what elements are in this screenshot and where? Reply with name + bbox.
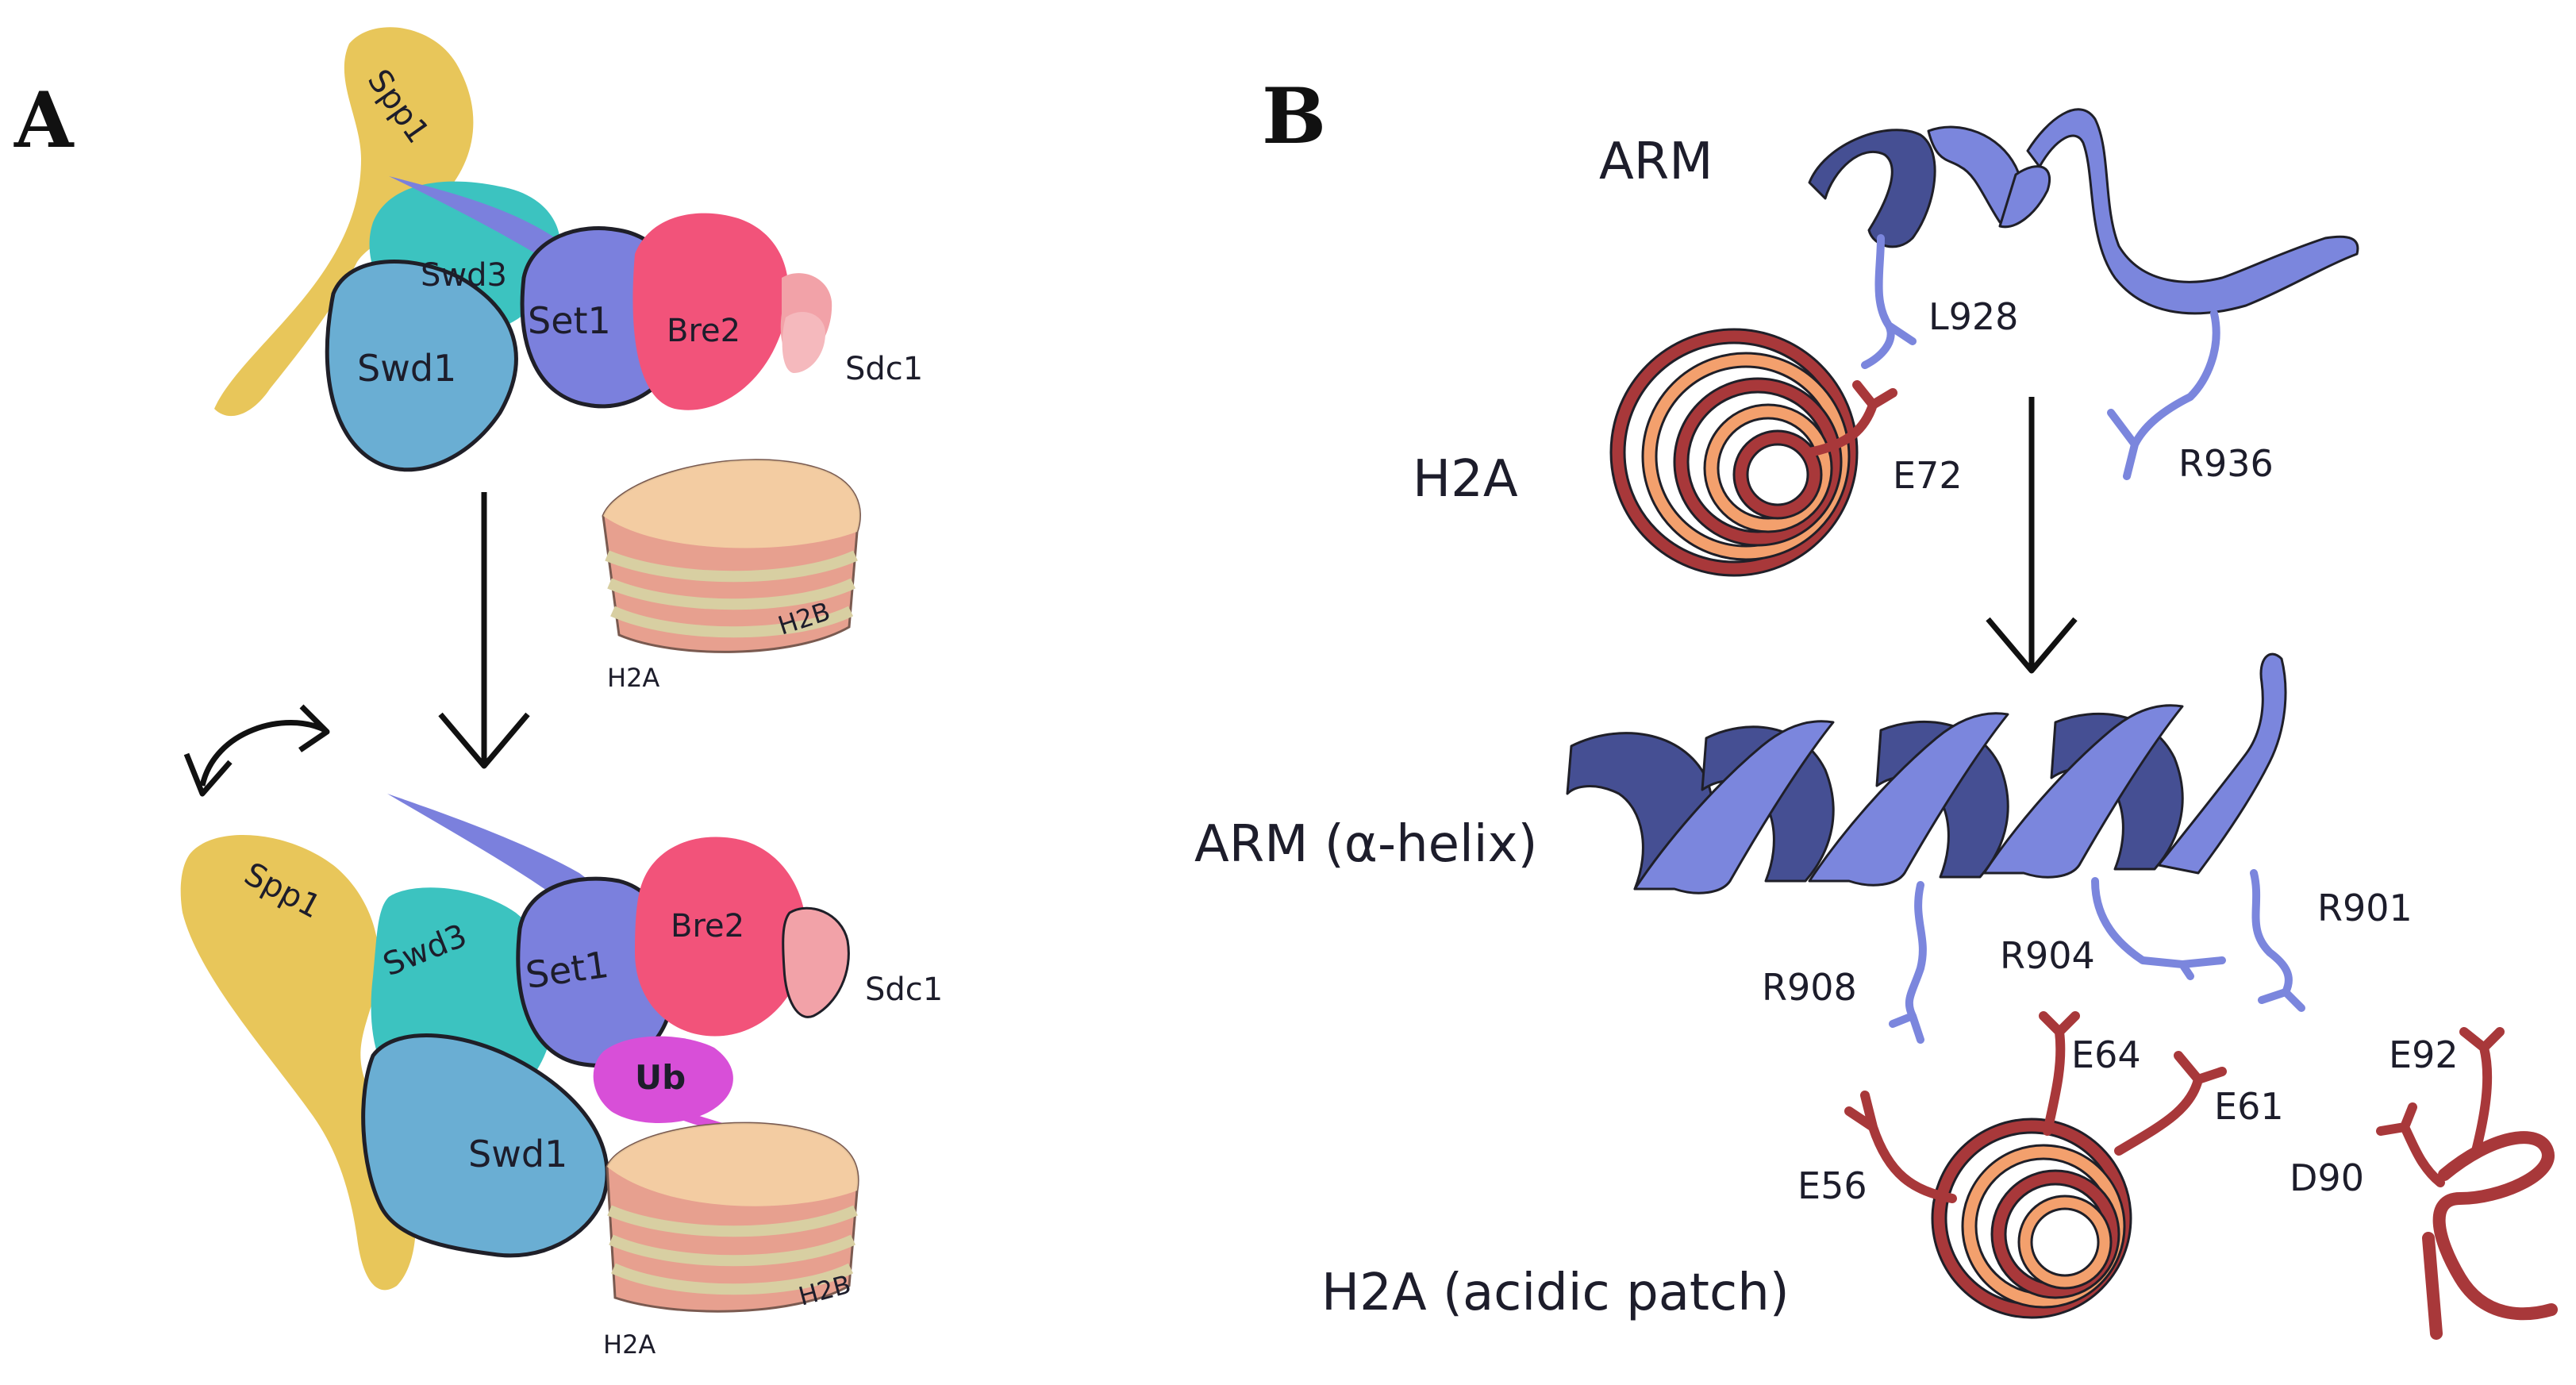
swd3-label-top: Swd3: [421, 257, 507, 294]
sdc1-label-bottom: Sdc1: [865, 971, 943, 1008]
dna-stripe-3-top: [610, 606, 854, 638]
arm-helix-label: ARM (α-helix): [1194, 815, 1537, 874]
swd1-label-bottom: Swd1: [468, 1133, 567, 1175]
h2a-top-coil-5-inner: [1746, 443, 1809, 506]
e61-sidechain: [2114, 1051, 2227, 1156]
d90-label: D90: [2290, 1156, 2364, 1199]
bre2-label-bottom: Bre2: [671, 908, 744, 944]
spp1-shape-bottom: [180, 835, 416, 1291]
r901-sidechain: [2250, 869, 2305, 1012]
r904-sidechain: [2091, 877, 2226, 980]
arm-label: ARM: [1599, 133, 1713, 191]
dna-stripe-1-top: [605, 550, 858, 583]
loop-ribbon: [2422, 1131, 2558, 1340]
h2a-helix-top: [1609, 328, 1859, 577]
complex-bottom: Spp1 Swd3 Set1 Bre2 Swd1 Sdc1 Ub: [180, 794, 943, 1291]
d90-sidechain: [2376, 1102, 2445, 1187]
complex-top: Spp1 Swd3 Set1 Bre2 Swd1 Sdc1: [214, 27, 923, 472]
dna-stripe-2-bottom: [609, 1234, 855, 1267]
h2a-bottom-coil-4-inner: [2030, 1207, 2100, 1277]
ub-shape: [593, 1036, 733, 1123]
rotation-arrow: [183, 704, 330, 797]
l928-sidechain: [1861, 234, 1917, 369]
e72-sidechain: [1805, 380, 1897, 457]
sdc1-label-top: Sdc1: [845, 351, 923, 387]
dna-stripe-3-bottom: [611, 1263, 854, 1295]
swd1-label-top: Swd1: [357, 347, 456, 390]
e92-sidechain: [2459, 1027, 2505, 1156]
e64-label: E64: [2071, 1033, 2141, 1076]
h2a-label-bottom: H2A: [603, 1329, 656, 1360]
panel-b-letter: B: [1262, 71, 1326, 161]
dna-stripe-1-bottom: [607, 1205, 858, 1237]
e61-label: E61: [2214, 1085, 2284, 1128]
nucleosome-top-face-bottom: [607, 1123, 859, 1206]
r908-label: R908: [1762, 966, 1857, 1009]
arm-helix-front-1: [1633, 720, 1835, 894]
ub-label: Ub: [635, 1058, 686, 1097]
arm-loop-ribbon-1: [1808, 129, 1936, 248]
bre2-shape-top: [632, 213, 789, 410]
e72-label: E72: [1893, 454, 1963, 497]
h2a-helix-bottom: [1931, 1118, 2132, 1319]
arm-helix-front-2: [1808, 712, 2009, 887]
e92-label: E92: [2389, 1033, 2459, 1076]
nucleosome-bottom: H2A H2B: [603, 1121, 859, 1360]
e56-label: E56: [1797, 1164, 1867, 1207]
r904-label: R904: [2000, 934, 2095, 977]
arm-loop: [1808, 108, 2359, 315]
sdc1-shape-top-b: [782, 311, 825, 373]
swd1-shape-top: [325, 260, 518, 472]
arm-helix-front-4: [2157, 652, 2287, 875]
e64-sidechain: [2039, 1011, 2080, 1136]
arm-loop-ribbon-3: [2026, 108, 2359, 315]
nucleosome-top: H2A H2B: [602, 459, 861, 693]
r936-label: R936: [2178, 442, 2274, 485]
swd1-shape-bottom: [361, 1033, 609, 1258]
h2a-label-top-b: H2A: [1413, 450, 1518, 509]
arm-helix-front-3: [1982, 704, 2184, 879]
sdc1-shape-bottom: [782, 906, 850, 1018]
arrow-a: [438, 492, 530, 769]
h2a-acidic-patch-label: H2A (acidic patch): [1321, 1264, 1790, 1322]
panel-a-letter: A: [13, 75, 75, 165]
arm-alpha-helix: [1566, 652, 2287, 894]
bre2-label-top: Bre2: [667, 313, 740, 349]
dna-stripe-2-top: [607, 578, 855, 610]
set1-label-top: Set1: [528, 299, 611, 342]
e56-sidechain: [1844, 1091, 1957, 1203]
l928-label: L928: [1928, 295, 2018, 338]
arrow-b: [1986, 397, 2078, 674]
nucleosome-top-face: [603, 460, 860, 548]
r908-sidechain: [1889, 881, 1927, 1044]
bre2-shape-bottom: [635, 837, 807, 1037]
r936-sidechain: [2107, 310, 2220, 480]
h2a-label-top: H2A: [607, 663, 659, 693]
spp1-shape-top: [214, 27, 474, 417]
r901-label: R901: [2317, 887, 2413, 929]
h2a-acidic-loop: [2376, 1027, 2558, 1340]
arm-loop-ribbon-4: [1998, 165, 2051, 229]
